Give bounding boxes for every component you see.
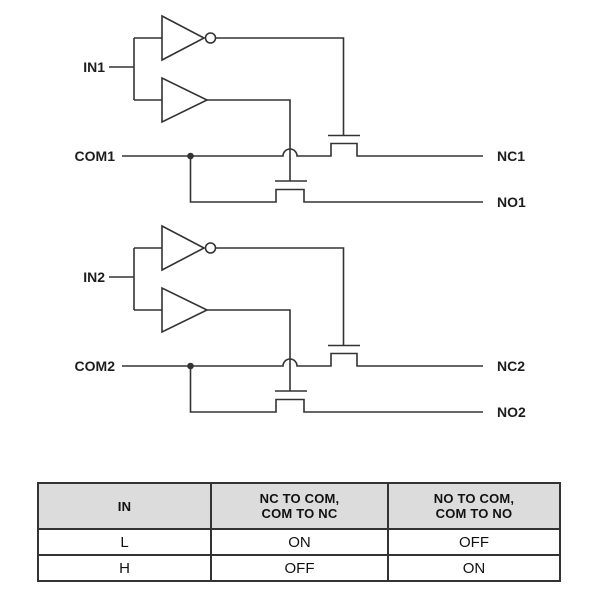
channel-1: IN1 COM1 NC1 NO1 — [75, 15, 526, 210]
cell-nc-state: ON — [210, 528, 389, 556]
cell-in-h: H — [37, 554, 212, 582]
truth-table-body: L ON OFF H OFF ON — [37, 528, 561, 582]
label-nc2: NC2 — [497, 358, 525, 374]
table-header-row: IN NC TO COM, COM TO NC NO TO COM, COM T… — [37, 482, 561, 530]
label-com2: COM2 — [75, 358, 116, 374]
label-nc1: NC1 — [497, 148, 525, 164]
label-in1: IN1 — [83, 59, 105, 75]
cell-in-l: L — [37, 528, 212, 556]
cell-no-state: OFF — [387, 528, 561, 556]
header-cell-in: IN — [37, 482, 212, 530]
channel-1-wiring — [108, 15, 484, 203]
truth-table: IN NC TO COM, COM TO NC NO TO COM, COM T… — [37, 482, 561, 582]
header-cell-nc-com: NC TO COM, COM TO NC — [210, 482, 389, 530]
channel-2: IN2 COM2 NC2 NO2 — [75, 225, 526, 420]
table-row: H OFF ON — [37, 554, 561, 582]
table-row: L ON OFF — [37, 528, 561, 556]
label-no1: NO1 — [497, 194, 526, 210]
switch-schematic: IN1 COM1 NC1 NO1 IN2 COM2 NC2 NO2 — [75, 15, 526, 420]
label-no2: NO2 — [497, 404, 526, 420]
channel-2-wiring — [108, 225, 484, 413]
label-com1: COM1 — [75, 148, 116, 164]
cell-nc-state: OFF — [210, 554, 389, 582]
label-in2: IN2 — [83, 269, 105, 285]
cell-no-state: ON — [387, 554, 561, 582]
truth-table-header: IN NC TO COM, COM TO NC NO TO COM, COM T… — [37, 482, 561, 530]
header-cell-no-com: NO TO COM, COM TO NO — [387, 482, 561, 530]
truth-table-grid: IN NC TO COM, COM TO NC NO TO COM, COM T… — [37, 482, 561, 582]
